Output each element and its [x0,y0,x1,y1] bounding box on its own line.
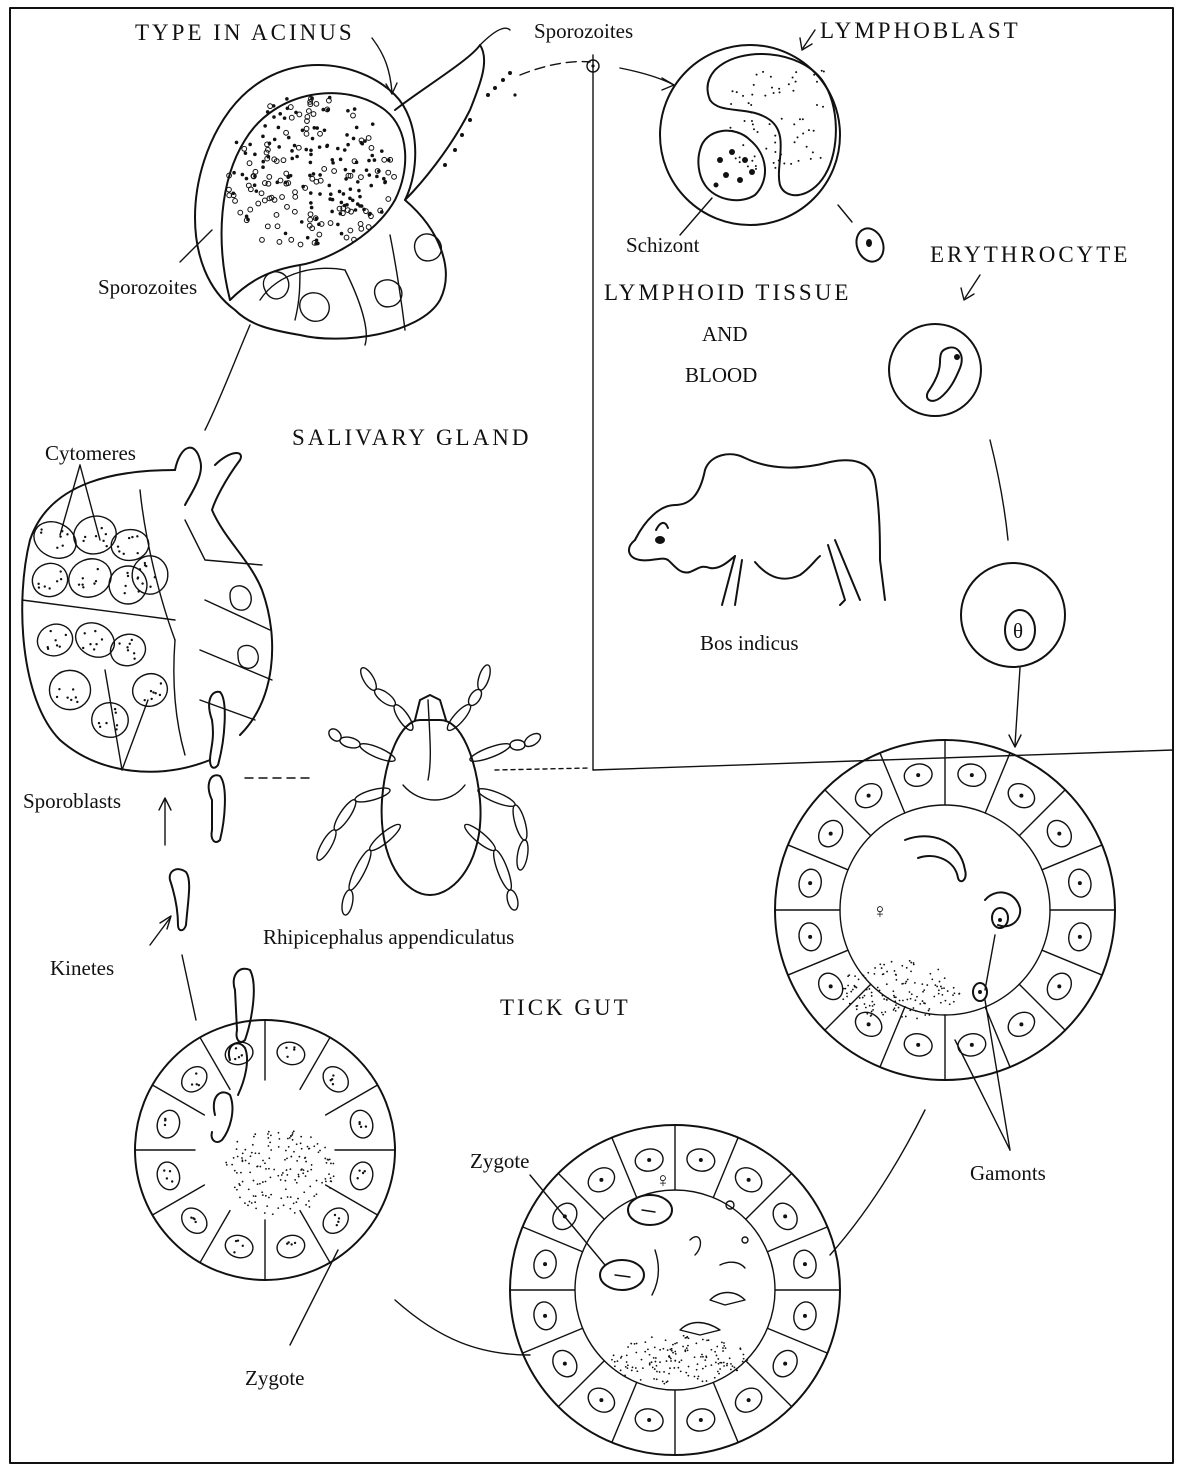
schizont-pointer [680,198,712,235]
theta-symbol: θ [1013,619,1023,643]
acinus-sporozoite-stipple [227,96,397,247]
gamonts-pointer-1 [955,1040,1010,1150]
kinetes-pointer-line [150,918,170,945]
gut-epithelial-cells-right [775,740,1115,1080]
lymphoblast-nucleus-stipple [729,70,824,170]
label-bos-indicus: Bos indicus [700,631,799,655]
label-gamonts: Gamonts [970,1161,1046,1185]
label-sporozoites-left: Sporozoites [98,275,197,299]
erythrocyte-1 [889,324,981,416]
tick-gut-gamonts [775,740,1115,1080]
label-lymphoid-tissue: LYMPHOID TISSUE [604,280,851,305]
cytomeres-pointer-2 [80,465,100,540]
lymphoblast-cell [660,45,840,225]
tick-drawing [314,663,543,916]
merozoite-release-line [838,205,852,222]
label-zygote-mid: Zygote [470,1149,529,1173]
cattle-drawing [629,454,885,605]
label-schizont: Schizont [626,233,700,257]
cytomere-cells [28,511,173,739]
cycle-arc-gut-left-to-mid [395,1300,530,1355]
label-kinetes: Kinetes [50,956,114,980]
cycle-arc-acinus-to-gland [205,325,250,430]
label-lymphoblast: LYMPHOBLAST [820,18,1021,43]
erythrocyte-to-gut-line [1015,668,1020,745]
gut-left-stipple [225,1130,334,1215]
label-type-in-acinus: TYPE IN ACINUS [135,20,355,45]
label-tick-gut: TICK GUT [500,995,631,1020]
label-sporoblasts: Sporoblasts [23,789,121,813]
erythrocyte-link-arc [990,440,1008,540]
zygote-bottom-pointer [290,1250,338,1345]
outer-frame [10,8,1173,1463]
female-symbol-mid: ♀ [655,1168,671,1192]
salivary-gland-lobe [22,448,272,772]
label-and: AND [702,322,748,346]
tick-connector-right [495,768,590,770]
cycle-arc-gut-mid-to-right [830,1110,925,1255]
salivary-acinus [195,28,517,345]
gut-epithelial-cells-mid [510,1125,840,1455]
label-sporozoites-top: Sporozoites [534,19,633,43]
cytomeres-pointer-1 [60,465,80,535]
label-cytomeres: Cytomeres [45,441,136,465]
sporoblasts-pointer-1 [105,670,122,770]
female-symbol-right: ♀ [872,899,888,923]
transmission-arc-left [520,62,590,75]
gut-right-stipple [842,960,960,1019]
label-zygote-bottom: Zygote [245,1366,304,1390]
label-rhipicephalus: Rhipicephalus appendiculatus [263,925,514,949]
kinetes-to-gut-line [182,955,196,1020]
gut-epithelial-cells-left [135,1020,395,1280]
tick-gut-zygote-mid [510,1125,840,1455]
gut-mid-stipple [611,1335,748,1385]
label-salivary-gland: SALIVARY GLAND [292,425,531,450]
label-blood: BLOOD [685,363,757,387]
label-erythrocyte: ERYTHROCYTE [930,242,1130,267]
tick-gut-kinetes [135,969,395,1280]
erythrocyte-2 [961,563,1065,667]
transmission-arc-right [620,68,672,84]
